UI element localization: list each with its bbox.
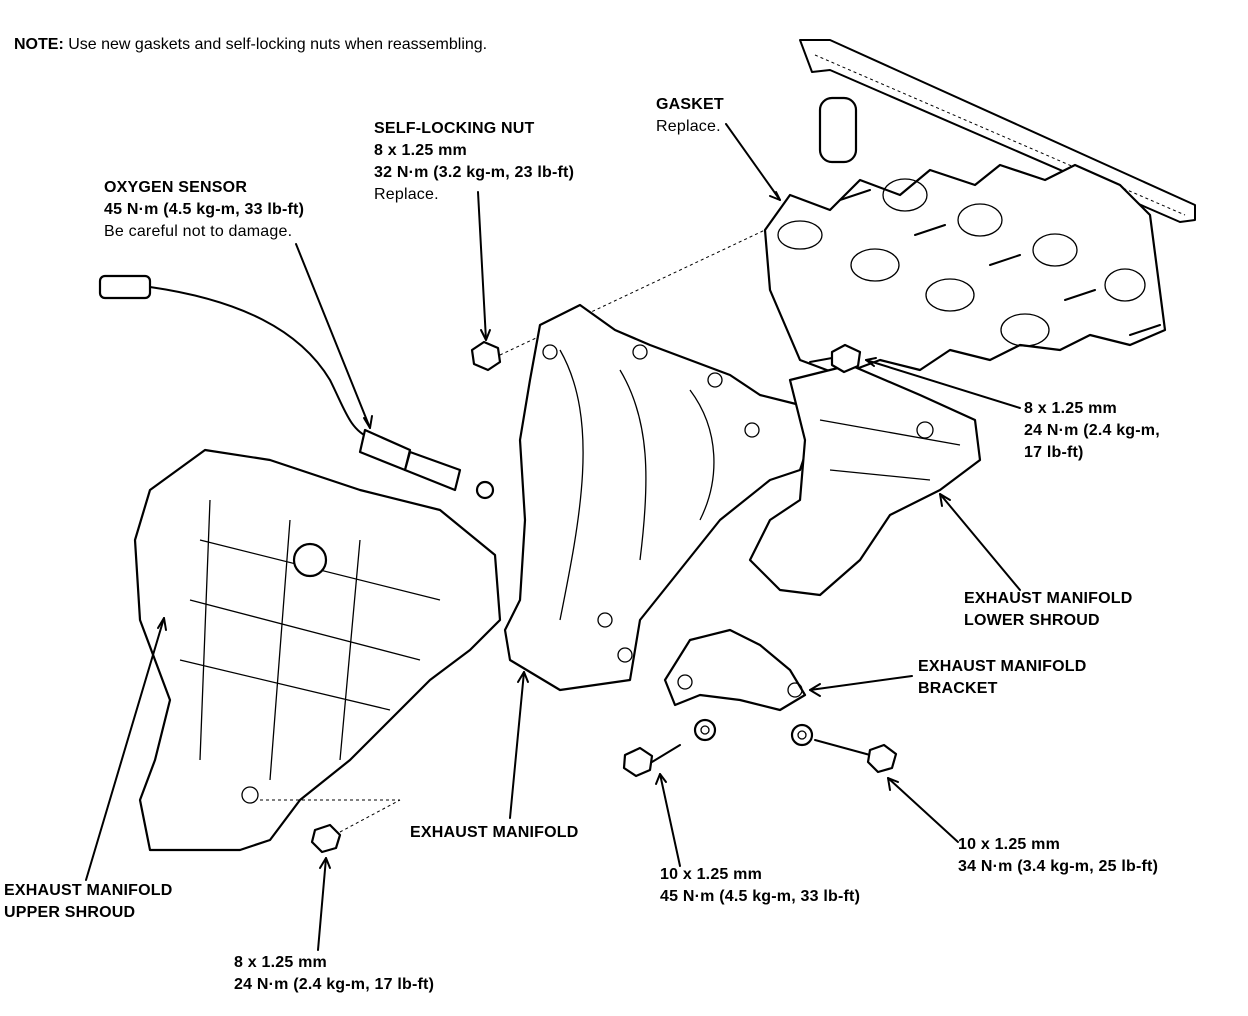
label-oxygen-sensor: OXYGEN SENSOR 45 N·m (4.5 kg-m, 33 lb-ft… (104, 177, 304, 243)
upper-shroud-part (133, 448, 502, 852)
oxygen-sensor-part (98, 274, 495, 500)
gasket (763, 163, 1167, 377)
gasket-line: Replace. (656, 118, 721, 135)
exhaust-manifold-part (503, 303, 812, 692)
label-bolt-bracket-right: 10 x 1.25 mm 34 N·m (3.4 kg-m, 25 lb-ft) (958, 834, 1158, 878)
self-locking-nut-title: SELF-LOCKING NUT (374, 120, 535, 137)
gasket-title: GASKET (656, 96, 724, 113)
label-self-locking-nut: SELF-LOCKING NUT 8 x 1.25 mm 32 N·m (3.2… (374, 118, 574, 206)
label-bolt-bracket-left: 10 x 1.25 mm 45 N·m (4.5 kg-m, 33 lb-ft) (660, 864, 860, 908)
upper-shroud-line-1: EXHAUST MANIFOLD (4, 882, 173, 899)
bolt-bracket-left-line-2: 45 N·m (4.5 kg-m, 33 lb-ft) (660, 888, 861, 905)
self-locking-nut-note: Replace. (374, 186, 439, 203)
label-bracket: EXHAUST MANIFOLD BRACKET (918, 656, 1087, 700)
label-bolt-right-upper: 8 x 1.25 mm 24 N·m (2.4 kg-m, 17 lb-ft) (1024, 398, 1160, 464)
lower-shroud-part (748, 363, 982, 597)
upper-shroud-line-2: UPPER SHROUD (4, 904, 136, 921)
self-locking-nut-size: 8 x 1.25 mm (374, 142, 467, 159)
self-locking-nut-torque: 32 N·m (3.2 kg-m, 23 lb-ft) (374, 164, 575, 181)
bolt-right-upper-line-3: 17 lb-ft) (1024, 444, 1084, 461)
lower-shroud-line-2: LOWER SHROUD (964, 612, 1100, 629)
oxygen-sensor-title: OXYGEN SENSOR (104, 179, 248, 196)
leader-lines (85, 123, 1021, 951)
label-gasket: GASKET Replace. (656, 94, 724, 138)
label-lower-shroud: EXHAUST MANIFOLD LOWER SHROUD (964, 588, 1133, 632)
bracket-line-1: EXHAUST MANIFOLD (918, 658, 1087, 675)
lower-shroud-line-1: EXHAUST MANIFOLD (964, 590, 1133, 607)
note-prefix: NOTE: (14, 36, 64, 53)
oxygen-sensor-note: Be careful not to damage. (104, 223, 293, 240)
bolt-bracket-right-line-1: 10 x 1.25 mm (958, 836, 1061, 853)
exhaust-manifold-line-1: EXHAUST MANIFOLD (410, 824, 579, 841)
bolt-upper-shroud-line-1: 8 x 1.25 mm (234, 954, 327, 971)
bracket-part (663, 628, 807, 712)
bolts (260, 343, 898, 854)
bracket-line-2: BRACKET (918, 680, 998, 697)
bolt-right-upper-line-2: 24 N·m (2.4 kg-m, (1024, 422, 1160, 439)
cylinder-head-edge (799, 39, 1196, 223)
label-upper-shroud: EXHAUST MANIFOLD UPPER SHROUD (4, 880, 173, 924)
bolt-right-upper-line-1: 8 x 1.25 mm (1024, 400, 1117, 417)
bolt-upper-shroud-line-2: 24 N·m (2.4 kg-m, 17 lb-ft) (234, 976, 435, 993)
note: NOTE: Use new gaskets and self-locking n… (14, 36, 487, 54)
oxygen-sensor-torque: 45 N·m (4.5 kg-m, 33 lb-ft) (104, 201, 305, 218)
label-bolt-upper-shroud: 8 x 1.25 mm 24 N·m (2.4 kg-m, 17 lb-ft) (234, 952, 434, 996)
label-exhaust-manifold: EXHAUST MANIFOLD (410, 822, 579, 844)
bolt-bracket-right-line-2: 34 N·m (3.4 kg-m, 25 lb-ft) (958, 858, 1159, 875)
bolt-bracket-left-line-1: 10 x 1.25 mm (660, 866, 763, 883)
note-text: Use new gaskets and self-locking nuts wh… (68, 36, 488, 53)
